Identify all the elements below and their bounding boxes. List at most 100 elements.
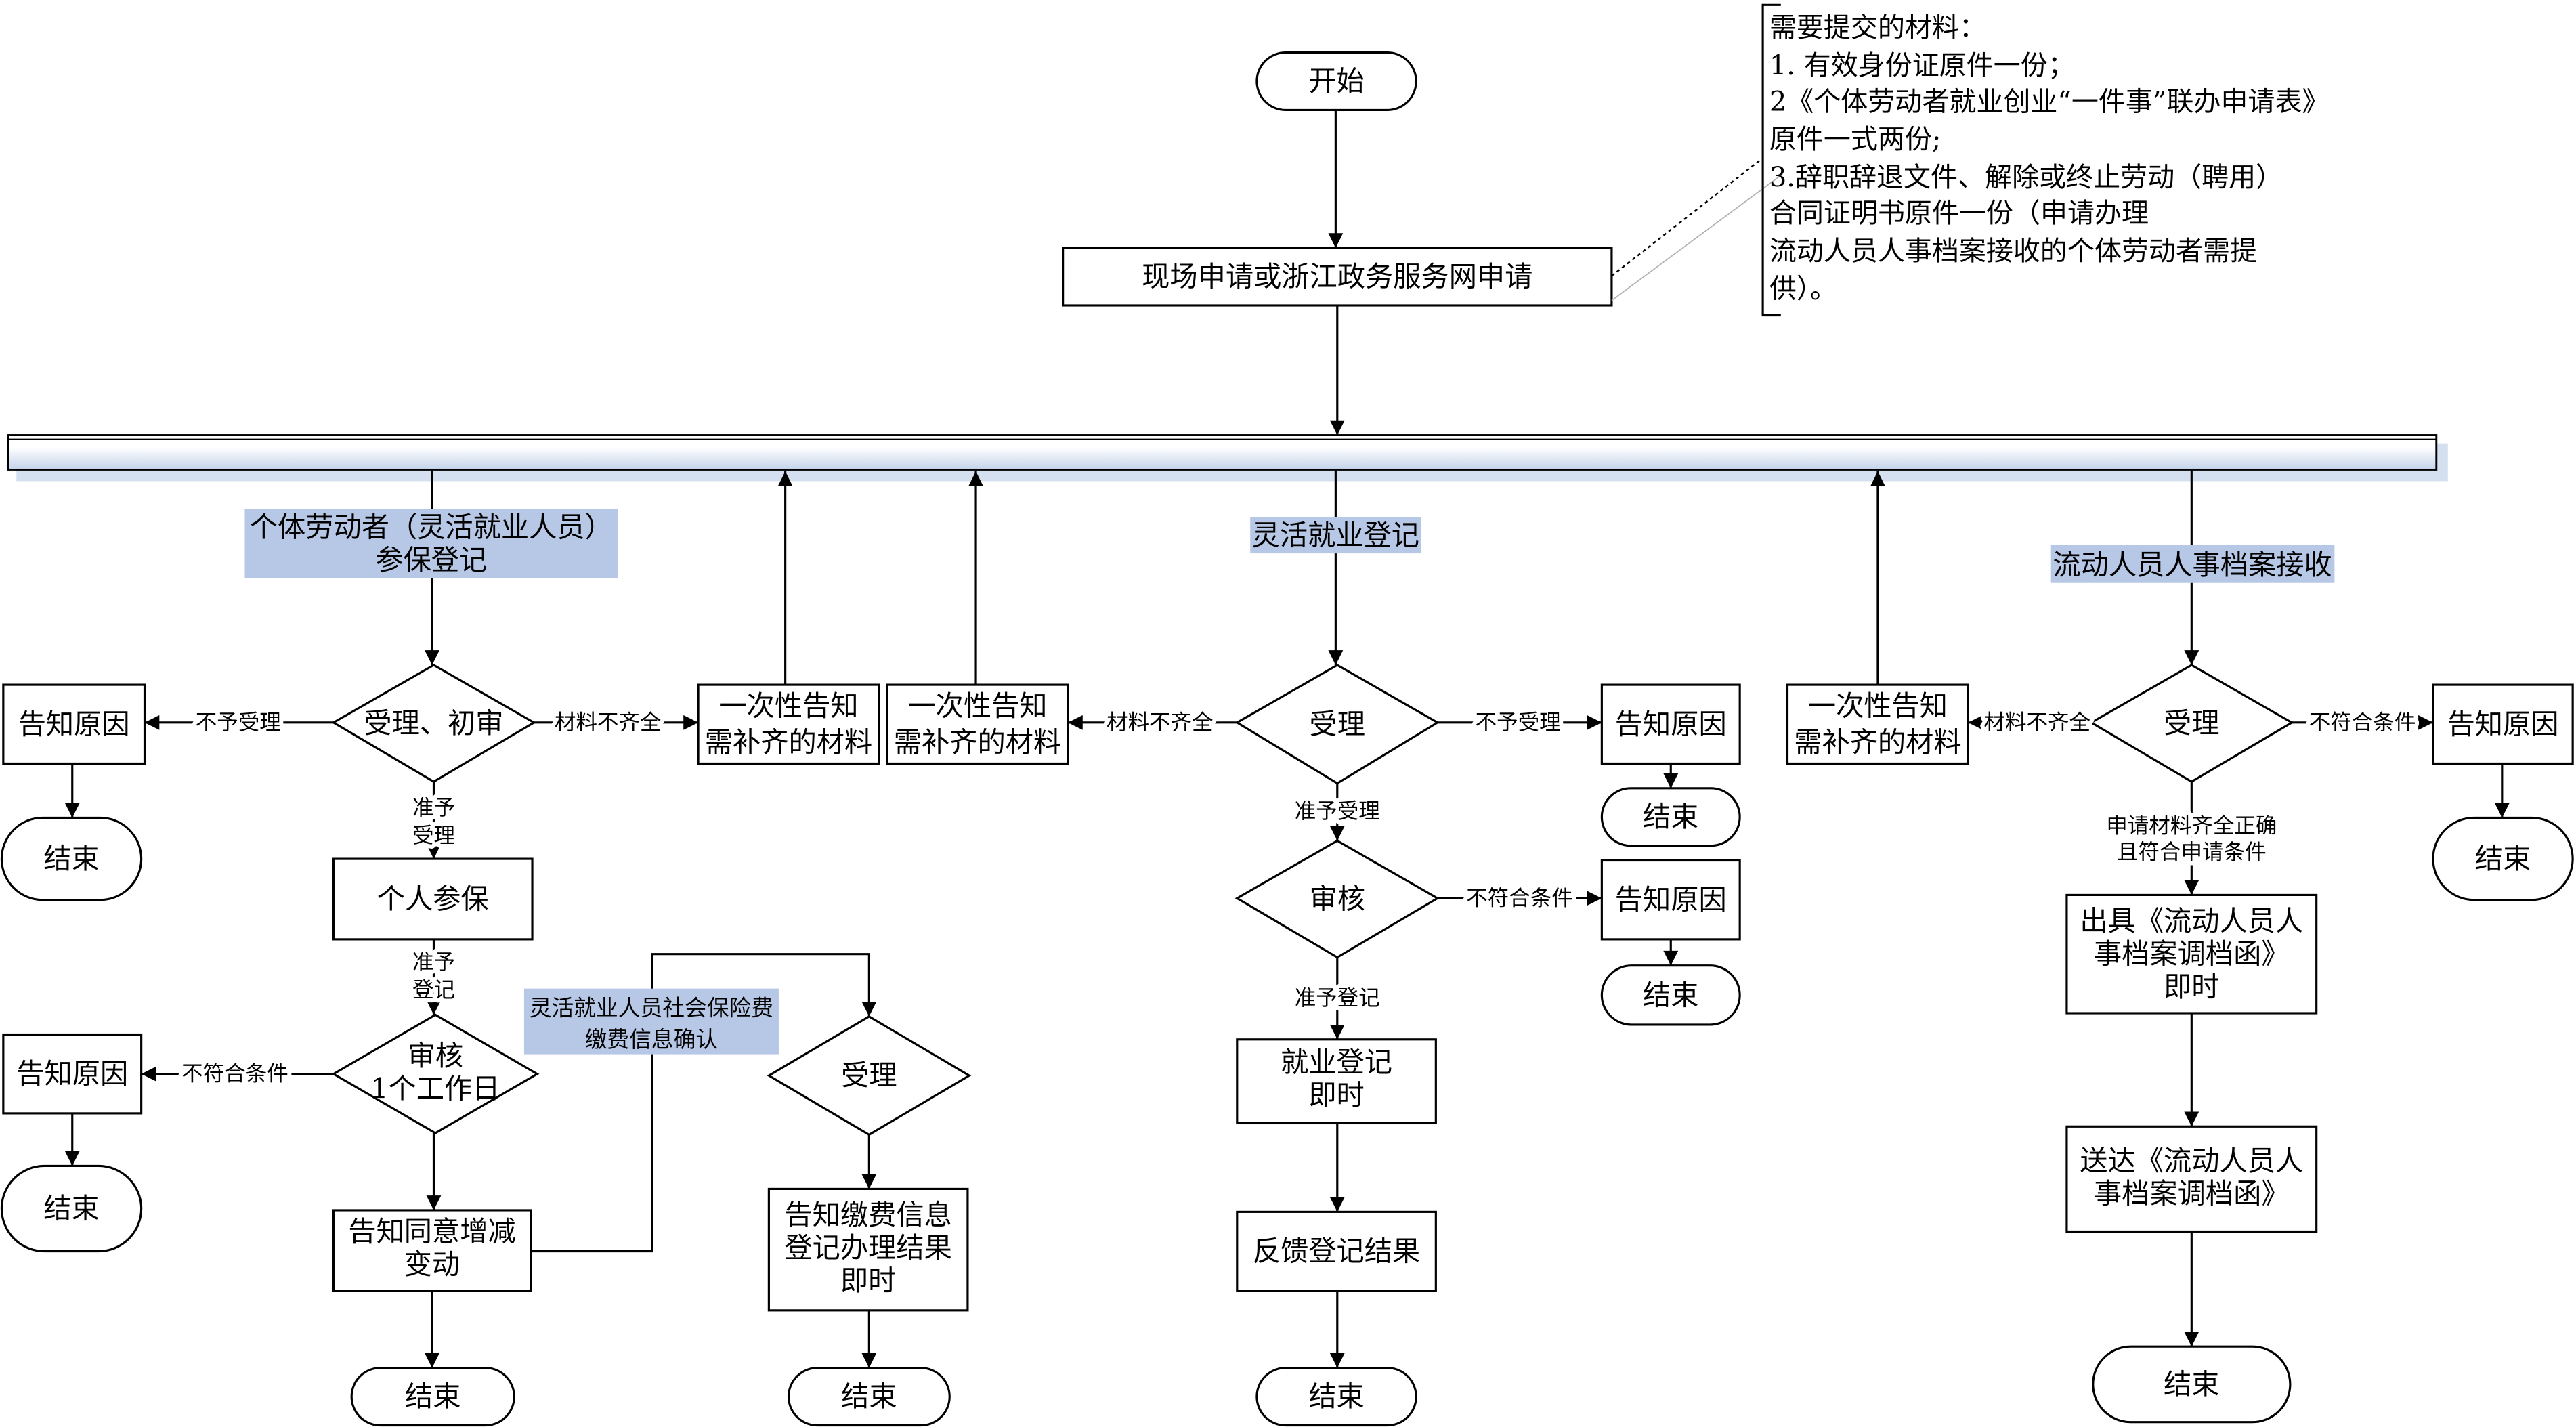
lane-title: 参保登记 bbox=[375, 544, 487, 576]
lane-individual: 个体劳动者（灵活就业人员） 参保登记 受理、初审 不予受理 告知原因 结束 材料… bbox=[0, 469, 972, 1427]
materials-note-title: 需要提交的材料： bbox=[1769, 12, 1986, 43]
lane-title: 灵活就业登记 bbox=[1252, 519, 1419, 551]
reason-label: 告知原因 bbox=[1615, 708, 1727, 740]
end-terminator bbox=[1600, 787, 1741, 847]
materials-note-line: 流动人员人事档案接收的个体劳动者需提 bbox=[1769, 236, 2257, 267]
not-qualified-edge-label: 不符合条件 bbox=[2309, 710, 2416, 735]
personal-insurance-label: 个人参保 bbox=[377, 882, 489, 915]
lane-employment: 一次性告知 需补齐的材料 灵活就业登记 受理 材料不齐全 不予受理 告知原因 结… bbox=[886, 469, 1741, 1427]
end-label: 结束 bbox=[1643, 979, 1698, 1011]
accept-label: 受理 bbox=[1310, 708, 1365, 740]
approve-register-edge-label: 准予 bbox=[412, 950, 455, 975]
fee-result-label: 登记办理结果 bbox=[784, 1232, 951, 1264]
fee-result-label: 即时 bbox=[840, 1264, 896, 1297]
deliver-letter-label: 事档案调档函》 bbox=[2094, 1178, 2290, 1210]
end-label: 结束 bbox=[1308, 1380, 1364, 1413]
reason-box bbox=[2, 1033, 143, 1115]
issue-letter-box bbox=[2065, 893, 2318, 1015]
incomplete-edge-label: 材料不齐全 bbox=[1983, 710, 2090, 735]
notify-materials-label: 需补齐的材料 bbox=[705, 726, 872, 759]
end-terminator bbox=[0, 1164, 143, 1253]
apply-label: 现场申请或浙江政务服务网申请 bbox=[1142, 261, 1532, 293]
callout-dotted-line bbox=[1611, 158, 1762, 277]
lane-title: 个体劳动者（灵活就业人员） bbox=[250, 511, 613, 543]
materials-note-line: 原件一式两份; bbox=[1769, 124, 1941, 155]
fee-confirm-label: 灵活就业人员社会保险费 bbox=[530, 996, 773, 1021]
reason-box bbox=[2, 683, 146, 765]
materials-note-line: 2《个体劳动者就业创业“一件事”联办申请表》 bbox=[1769, 86, 2330, 117]
materials-note-line: 合同证明书原件一份（申请办理 bbox=[1769, 198, 2149, 229]
accept-label: 受理 bbox=[2164, 707, 2219, 740]
end-label: 结束 bbox=[2164, 1368, 2219, 1401]
end-terminator bbox=[350, 1367, 515, 1427]
materials-note-line: 供）。 bbox=[1769, 274, 1837, 305]
end-label: 结束 bbox=[2475, 843, 2531, 875]
notify-change-label: 变动 bbox=[404, 1248, 460, 1281]
fee-result-box bbox=[767, 1187, 969, 1312]
reason-label: 告知原因 bbox=[16, 1058, 128, 1090]
personal-insurance-box bbox=[332, 857, 534, 941]
end-label: 结束 bbox=[43, 1193, 99, 1225]
notify-change-label: 告知同意增减 bbox=[348, 1215, 515, 1248]
qualified-edge-label: 且符合申请条件 bbox=[2117, 840, 2267, 864]
issue-letter-label: 出具《流动人员人 bbox=[2080, 905, 2303, 937]
approve-accept-edge-label: 受理 bbox=[412, 824, 455, 848]
lane-title-bg bbox=[1250, 517, 1421, 554]
approve-register-edge-label: 准予登记 bbox=[1295, 986, 1380, 1010]
end-label: 结束 bbox=[43, 843, 99, 875]
register-box bbox=[1236, 1038, 1437, 1125]
notify-materials-box bbox=[886, 683, 1069, 765]
end-terminator bbox=[0, 816, 143, 901]
end-label: 结束 bbox=[405, 1380, 460, 1413]
fee-confirm-label: 缴费信息确认 bbox=[585, 1027, 718, 1052]
distribution-band bbox=[7, 434, 2438, 471]
notify-materials-label: 需补齐的材料 bbox=[1794, 726, 1961, 759]
lane-title-bg bbox=[2050, 545, 2335, 583]
fee-confirm-label-bg bbox=[523, 988, 779, 1055]
incomplete-edge-label: 材料不齐全 bbox=[555, 710, 662, 735]
notify-materials-label: 需补齐的材料 bbox=[894, 726, 1061, 759]
reason-label: 告知原因 bbox=[2447, 708, 2559, 740]
deliver-letter-box bbox=[2065, 1125, 2318, 1233]
notify-materials-label: 一次性告知 bbox=[1808, 690, 1948, 723]
end-terminator bbox=[787, 1367, 951, 1427]
incomplete-edge-label: 材料不齐全 bbox=[1107, 710, 1214, 735]
approve-accept-edge-label: 准予受理 bbox=[1295, 799, 1380, 824]
notify-materials-box bbox=[1786, 683, 1969, 765]
issue-letter-label: 事档案调档函》 bbox=[2094, 938, 2290, 971]
approve-register-edge-label: 登记 bbox=[412, 978, 455, 1002]
qualified-edge-label: 申请材料齐全正确 bbox=[2106, 814, 2277, 838]
notify-materials-box bbox=[697, 683, 880, 765]
review-label: 1个工作日 bbox=[370, 1073, 500, 1105]
notify-materials-label: 一次性告知 bbox=[718, 690, 858, 723]
callout-shadow-line bbox=[1611, 173, 1783, 301]
approve-accept-edge-label: 准予 bbox=[412, 796, 455, 820]
end-label: 结束 bbox=[841, 1380, 897, 1413]
deliver-letter-label: 送达《流动人员人 bbox=[2080, 1145, 2303, 1177]
notify-change-box bbox=[332, 1209, 532, 1292]
materials-note-line: 3.辞职辞退文件、解除或终止劳动（聘用） bbox=[1769, 162, 2283, 193]
review-label: 审核 bbox=[408, 1040, 463, 1072]
notify-materials-label: 一次性告知 bbox=[907, 690, 1047, 723]
start-label: 开始 bbox=[1308, 65, 1364, 98]
lane-archive: 一次性告知 需补齐的材料 流动人员人事档案接收 受理 材料不齐全 不符合条件 告… bbox=[1786, 469, 2574, 1424]
reject-edge-label: 不予受理 bbox=[1476, 710, 1561, 735]
fee-result-label: 告知缴费信息 bbox=[784, 1199, 951, 1231]
end-terminator bbox=[2432, 816, 2574, 901]
lane-title: 流动人员人事档案接收 bbox=[2053, 549, 2332, 581]
materials-note-bracket bbox=[1761, 3, 1781, 317]
review-label: 审核 bbox=[1310, 882, 1365, 915]
reason-box bbox=[2432, 683, 2574, 765]
fee-accept-label: 受理 bbox=[841, 1059, 897, 1092]
register-label: 即时 bbox=[1308, 1079, 1364, 1111]
end-label: 结束 bbox=[1643, 801, 1698, 833]
feedback-label: 反馈登记结果 bbox=[1253, 1235, 1420, 1268]
end-terminator bbox=[2092, 1345, 2292, 1424]
reason-label: 告知原因 bbox=[1615, 884, 1727, 916]
connector-arrow bbox=[530, 953, 877, 1253]
not-qualified-edge-label: 不符合条件 bbox=[1466, 886, 1573, 910]
lane-title-bg bbox=[244, 509, 618, 578]
register-label: 就业登记 bbox=[1281, 1046, 1392, 1079]
accept-review-label: 受理、初审 bbox=[364, 707, 503, 740]
